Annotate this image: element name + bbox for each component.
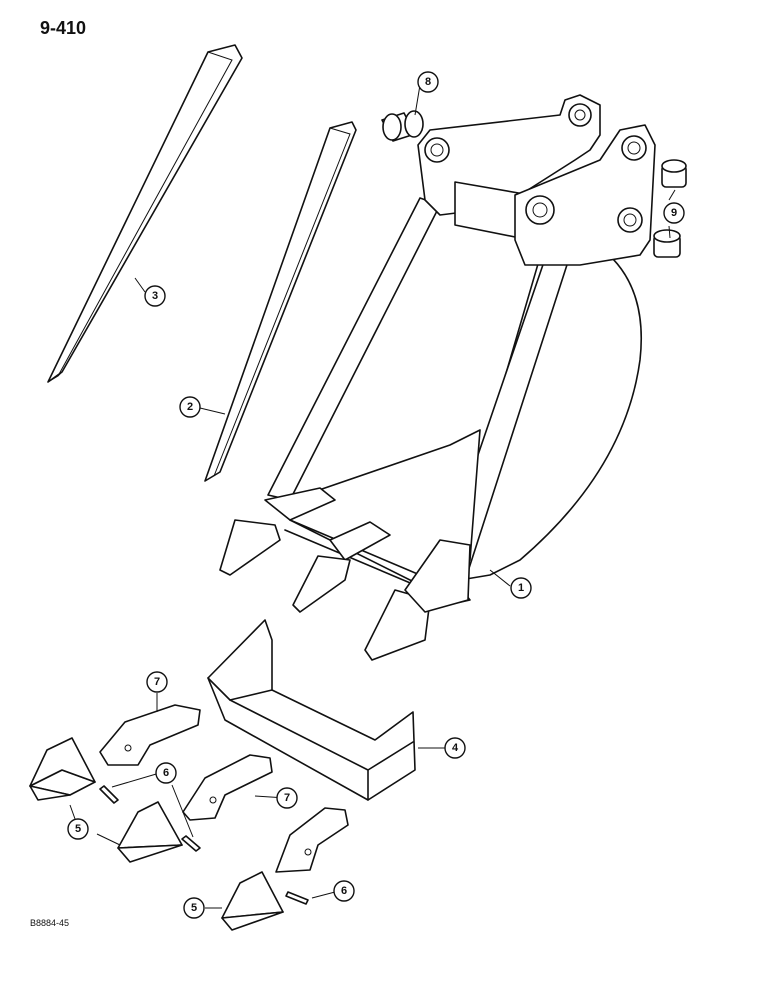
callout-5-left: 5 [67,818,89,840]
svg-text:1: 1 [518,582,524,594]
callout-2: 2 [179,396,201,418]
tooth-adapter-7-top [99,704,201,766]
bucket-body-1 [219,94,656,661]
svg-text:5: 5 [75,823,81,835]
pin-6-a [99,785,119,804]
tooth-point-5-a [29,737,96,801]
svg-text:9: 9 [671,207,677,219]
side-cutter-blade-2 [204,121,357,482]
callout-5-bottom: 5 [183,897,205,919]
side-cutter-blade-3 [47,44,243,383]
callout-1: 1 [510,577,532,599]
page-number: 9-410 [40,18,87,38]
svg-text:2: 2 [187,401,193,413]
pin-6-b [181,835,201,852]
tooth-adapter-7-bottom [275,807,349,873]
bushing-9 [653,159,687,258]
callout-9: 9 [663,202,685,224]
callout-8: 8 [417,71,439,93]
callout-7-middle: 7 [276,787,298,809]
callout-6-bottom: 6 [333,880,355,902]
callout-7-top: 7 [146,671,168,693]
callout-6-top: 6 [155,762,177,784]
svg-text:4: 4 [452,742,459,754]
svg-text:7: 7 [154,676,160,688]
figure-code: B8884-45 [30,918,70,928]
tooth-adapter-7-middle [182,754,273,821]
bushing-8 [381,110,424,142]
callout-3: 3 [144,285,166,307]
tooth-point-5-c [221,871,284,931]
cutter-plate-4 [207,619,416,801]
svg-text:5: 5 [191,902,197,914]
svg-text:8: 8 [425,76,431,88]
svg-text:6: 6 [341,885,347,897]
svg-text:3: 3 [152,290,158,302]
pin-6-c [285,891,309,905]
callout-4: 4 [444,737,466,759]
svg-text:7: 7 [284,792,290,804]
tooth-point-5-b [117,801,183,863]
svg-text:6: 6 [163,767,169,779]
